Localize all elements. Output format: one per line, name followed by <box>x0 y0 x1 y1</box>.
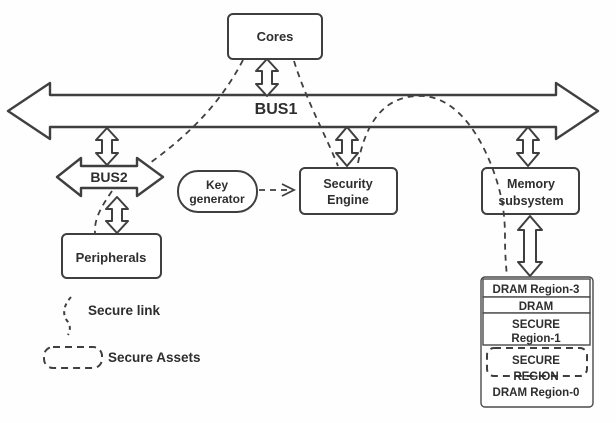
secure-region1-label-line1: SECURE <box>512 319 560 331</box>
bus2-arrow-shape <box>55 156 165 198</box>
arrow-bus1-memory-subsystem <box>516 126 540 167</box>
arrow-bus1-bus2 <box>95 127 119 166</box>
secure-link-cores-security-engine <box>293 60 339 167</box>
secure-region-label-line2: REGION <box>513 371 558 383</box>
dram-region3-label: DRAM Region-3 <box>493 284 580 296</box>
secure-link-legend-label: Secure link <box>88 303 161 318</box>
security-engine-label-line2: Engine <box>327 193 369 207</box>
key-generator-ellipse <box>177 170 258 213</box>
secure-link-legend-squiggle <box>63 296 72 336</box>
memory-subsystem-label-line2: subsystem <box>498 194 563 208</box>
secure-link-cores-peripherals-lower <box>94 190 113 234</box>
secure-region-label-line1: SECURE <box>512 355 560 367</box>
arrow-bus1-security-engine <box>335 126 359 167</box>
dram-label: DRAM <box>519 301 554 313</box>
arrow-cores-bus1 <box>255 58 279 97</box>
key-to-security-arrowhead <box>281 183 297 197</box>
secure-assets-legend-label: Secure Assets <box>108 350 201 365</box>
memory-subsystem-label-line1: Memory <box>507 177 555 191</box>
arrow-memory-dram <box>517 215 543 277</box>
secure-region-dashed-box <box>486 347 588 377</box>
secure-region1-row <box>482 312 591 346</box>
peripherals-box <box>61 233 162 279</box>
bus2-label: BUS2 <box>90 169 128 185</box>
peripherals-label: Peripherals <box>76 250 147 265</box>
cores-box <box>227 13 323 60</box>
key-generator-label-line2: generator <box>189 192 245 206</box>
bus1-arrow-shape <box>6 81 600 141</box>
arrow-bus2-peripherals <box>105 196 129 234</box>
dram-region0-label: DRAM Region-0 <box>493 387 580 399</box>
secure-link-security-engine-dram <box>357 95 508 278</box>
dram-stack: DRAM Region-3 DRAM SECURE Region-1 SECUR… <box>480 276 594 408</box>
key-generator-label-line1: Key <box>206 178 228 192</box>
security-engine-box <box>299 167 398 215</box>
secure-link-cores-peripherals-upper <box>149 59 244 164</box>
secure-region1-label-line2: Region-1 <box>511 333 561 345</box>
legend: Secure link Secure Assets <box>43 296 201 369</box>
bus1-label: BUS1 <box>255 101 298 118</box>
secure-assets-legend-box <box>43 346 103 369</box>
cores-label: Cores <box>257 29 294 44</box>
memory-subsystem-box <box>481 167 580 215</box>
security-engine-label-line1: Security <box>323 177 372 191</box>
